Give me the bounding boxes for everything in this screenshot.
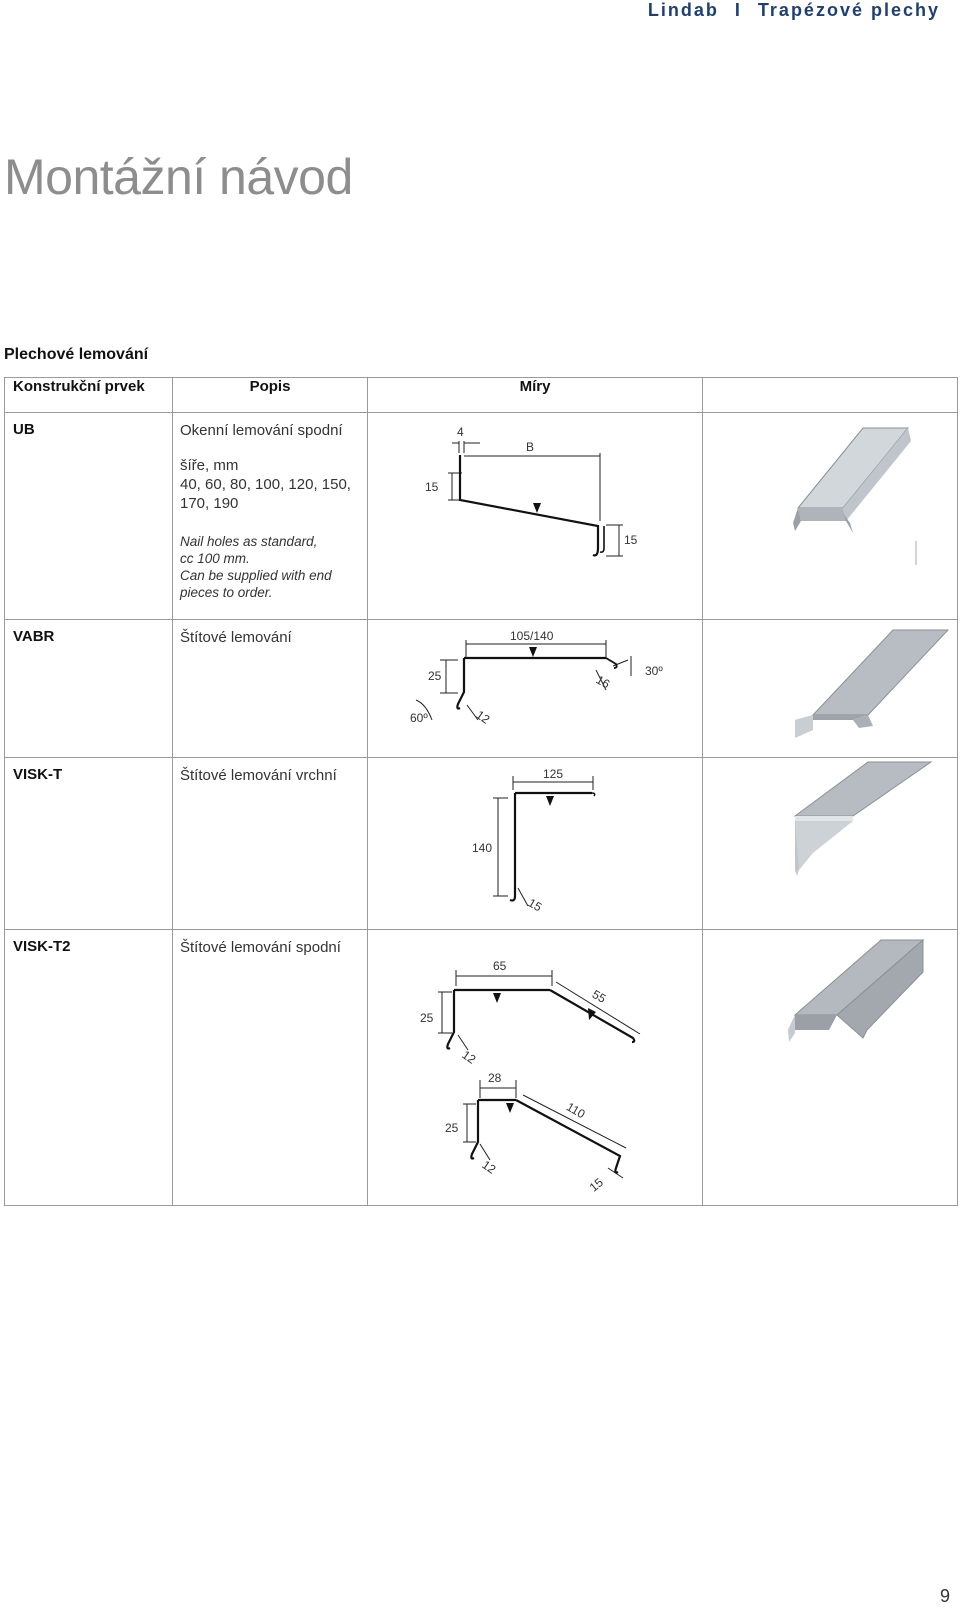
table-row: UB Okenní lemování spodní šíře, mm 40, 6… <box>4 412 958 620</box>
product-image-vabr <box>702 619 958 758</box>
dim-label: 65 <box>493 959 507 973</box>
dimension-drawing-visk-t: 125 140 15 <box>367 757 703 930</box>
section-title: Plechové lemování <box>4 346 149 363</box>
element-description: Štítové lemování spodní <box>172 929 368 1206</box>
widths-label: šíře, mm <box>180 457 239 474</box>
dimension-drawing-visk-t2: 65 55 25 12 28 110 25 12 15 <box>367 929 703 1206</box>
page-header: Lindab I Trapézové plechy <box>648 0 940 21</box>
product-image-visk-t <box>702 757 958 930</box>
dim-label: 125 <box>543 767 563 781</box>
note-text: Nail holes as standard, cc 100 mm. Can b… <box>180 534 332 600</box>
dim-label: 15 <box>425 480 439 494</box>
widths-values-2: 170, 190 <box>180 495 239 512</box>
dim-label: 16 <box>594 673 613 692</box>
dimension-drawing-ub: 4 B 15 15 <box>367 412 703 620</box>
dim-label: 15 <box>526 896 545 915</box>
element-description: Štítové lemování vrchní <box>172 757 368 930</box>
dim-label: 25 <box>420 1011 434 1025</box>
flashing-table: Konstrukční prvek Popis Míry UB Okenní l… <box>4 377 958 1206</box>
table-header-row: Konstrukční prvek Popis Míry <box>4 377 958 413</box>
element-description: Okenní lemování spodní šíře, mm 40, 60, … <box>172 412 368 620</box>
column-header <box>702 377 958 413</box>
widths-values: 40, 60, 80, 100, 120, 150, <box>180 476 351 493</box>
dim-label: 30º <box>645 664 663 678</box>
dim-label: 55 <box>590 987 609 1006</box>
dim-label: 25 <box>445 1121 459 1135</box>
page-number: 9 <box>939 1586 950 1606</box>
dim-label: 15 <box>624 533 638 547</box>
product-image-ub <box>702 412 958 620</box>
description-title: Štítové lemování vrchní <box>180 767 337 784</box>
brand-name: Lindab <box>647 0 719 20</box>
description-title: Okenní lemování spodní <box>180 422 343 439</box>
column-header: Konstrukční prvek <box>4 377 173 413</box>
page-title: Montážní návod <box>4 149 353 205</box>
dim-label: 12 <box>479 1158 498 1177</box>
table-row: VABR Štítové lemování <box>4 619 958 758</box>
column-header: Míry <box>367 377 703 413</box>
header-separator: I <box>734 0 742 20</box>
dim-label: 140 <box>472 841 492 855</box>
element-description: Štítové lemování <box>172 619 368 758</box>
element-code: VABR <box>4 619 173 758</box>
dim-label: 60º <box>410 711 428 725</box>
dim-label: 28 <box>488 1071 502 1085</box>
element-code: VISK-T2 <box>4 929 173 1206</box>
description-title: Štítové lemování <box>180 629 292 646</box>
table-row: VISK-T Štítové lemování vrchní <box>4 757 958 930</box>
element-code: VISK-T <box>4 757 173 930</box>
dim-label: 4 <box>457 425 464 439</box>
dim-label: B <box>526 440 534 454</box>
dim-label: 12 <box>459 1048 478 1067</box>
dimension-drawing-vabr: 105/140 25 16 30º 60º 12 <box>367 619 703 758</box>
dim-label: 105/140 <box>510 629 554 643</box>
dim-label: 12 <box>473 708 492 727</box>
element-code: UB <box>4 412 173 620</box>
dim-label: 15 <box>587 1175 606 1195</box>
column-header: Popis <box>172 377 368 413</box>
table-row: VISK-T2 Štítové lemování spodní <box>4 929 958 1206</box>
header-title: Trapézové plechy <box>757 0 940 20</box>
dim-label: 25 <box>428 669 442 683</box>
product-image-visk-t2 <box>702 929 958 1206</box>
description-title: Štítové lemování spodní <box>180 939 341 956</box>
